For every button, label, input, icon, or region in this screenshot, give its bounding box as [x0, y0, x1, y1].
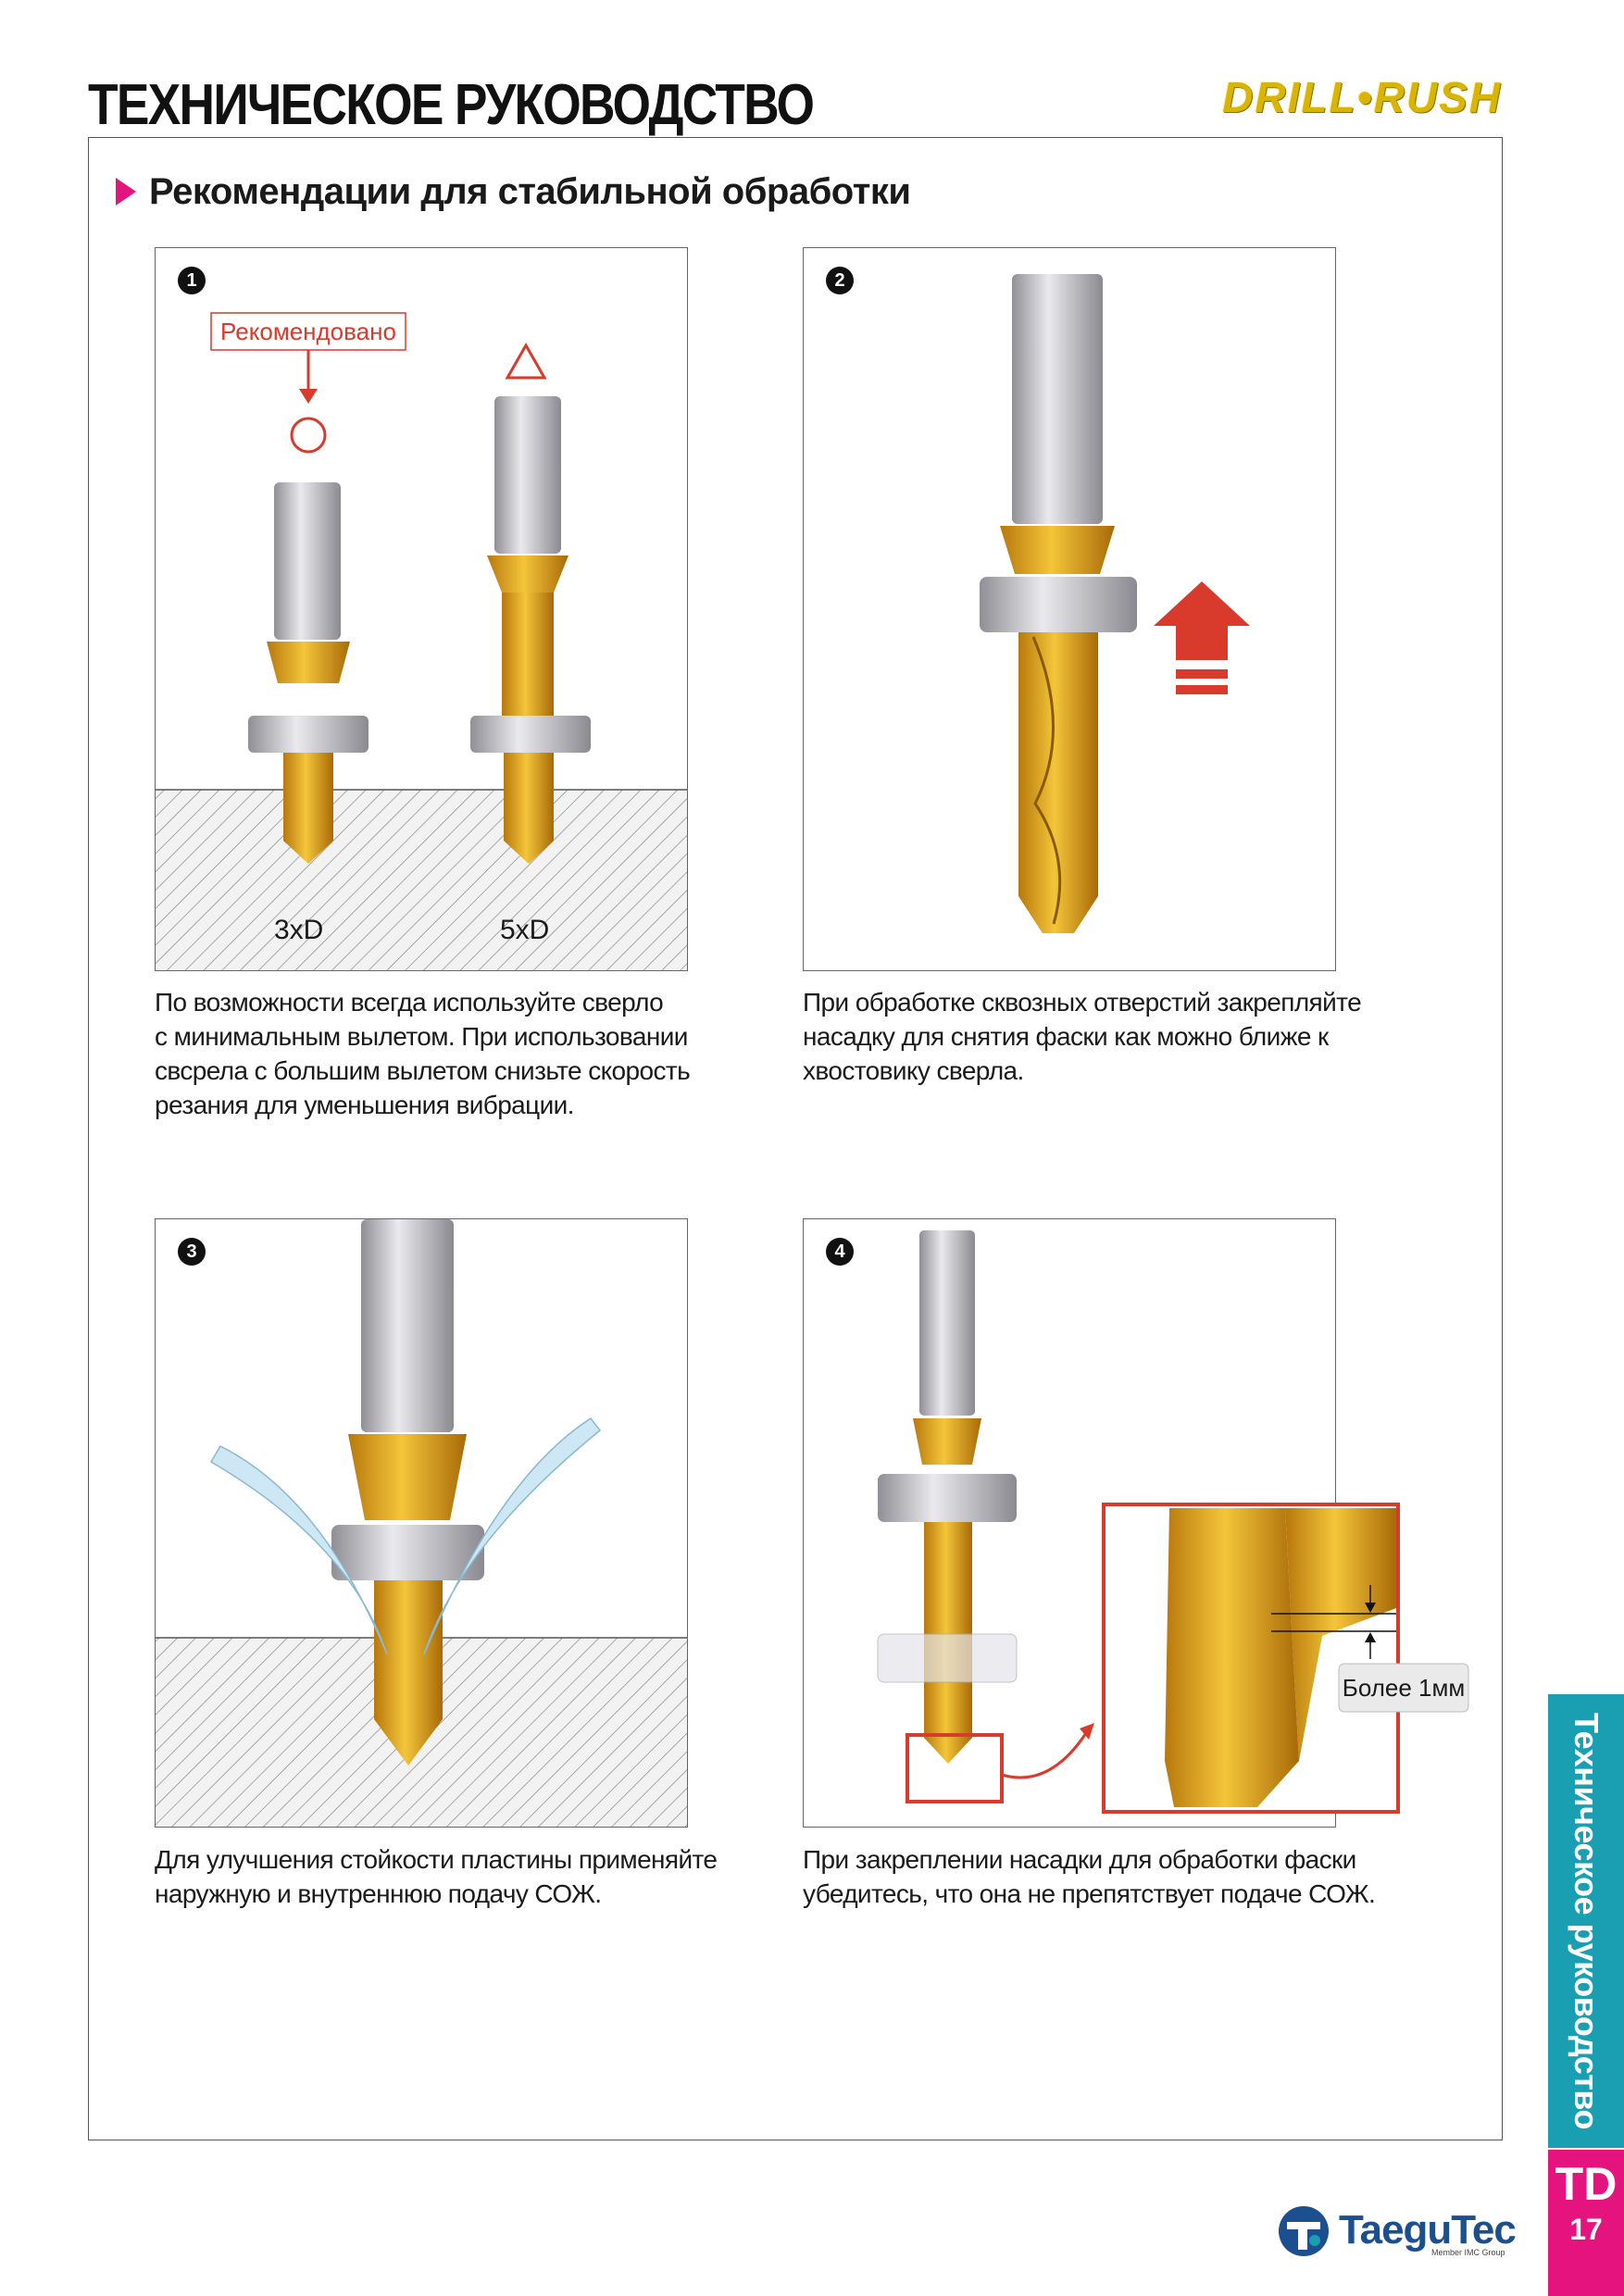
caption-line: хвостовику сверла.: [803, 1056, 1024, 1085]
coolant-supply-illustration: [156, 1219, 687, 1827]
drill-overhang-illustration: [156, 312, 687, 970]
caption-line: с минимальным вылетом. При использовании: [155, 1022, 688, 1051]
content-frame: [88, 137, 1503, 2140]
section-code: TD: [1555, 2158, 1618, 2210]
taegutec-emblem-icon: [1279, 2206, 1329, 2256]
side-tab-label: Техническое руководство: [1548, 1694, 1624, 2148]
caption-4: При закреплении насадки для обработки фа…: [803, 1842, 1395, 1911]
panel-number: 1: [178, 267, 206, 294]
caption-line: При обработке сквозных отверстий закрепл…: [803, 988, 1362, 1017]
panel-number: 3: [178, 1238, 206, 1266]
panel-1: 1 Рекомендовано 3xD 5xD: [155, 247, 688, 971]
caption-line: При закреплении насадки для обработки фа…: [803, 1845, 1356, 1874]
page-title: ТЕХНИЧЕСКОЕ РУКОВОДСТВО: [88, 73, 815, 137]
caption-line: резания для уменьшения вибрации.: [155, 1091, 574, 1119]
label-3xd: 3xD: [274, 915, 324, 945]
panel-2: 2: [803, 247, 1336, 971]
chamfer-ring-illustration: [980, 274, 1250, 933]
coolant-clearance-illustration: [877, 1230, 1469, 1814]
section-code-box: TD 17: [1548, 2150, 1624, 2296]
caption-2: При обработке сквозных отверстий закрепл…: [803, 985, 1395, 1088]
dimension-label: Более 1мм: [1342, 1674, 1466, 1702]
panel-number: 2: [826, 267, 854, 294]
caption-line: По возможности всегда используйте сверло: [155, 988, 664, 1017]
caption-line: насадку для снятия фаски как можно ближе…: [803, 1022, 1329, 1051]
logo-text: TaeguTec: [1339, 2207, 1517, 2252]
label-5xd: 5xD: [500, 915, 550, 945]
taegutec-logo: TaeguTec Member IMC Group: [1276, 2203, 1517, 2259]
caption-1: По возможности всегда используйте сверло…: [155, 985, 747, 1122]
caption-line: убедитесь, что она не препятствует подач…: [803, 1879, 1376, 1908]
caption-line: Для улучшения стойкости пластины применя…: [155, 1845, 718, 1874]
side-tab-text: Техническое руководство: [1568, 1712, 1605, 2130]
panel-4: 4 Более 1мм: [803, 1218, 1469, 1828]
panel-number: 4: [826, 1238, 854, 1266]
section-heading-text: Рекомендации для стабильной обработки: [149, 171, 911, 212]
section-heading: Рекомендации для стабильной обработки: [116, 171, 911, 213]
triangle-bullet-icon: [116, 178, 136, 206]
brand-logo: DRILL•RUSH: [1222, 73, 1502, 121]
recommended-label: Рекомендовано: [220, 318, 396, 345]
caption-line: свсрела с большим вылетом снизьте скорос…: [155, 1056, 691, 1085]
logo-tagline: Member IMC Group: [1431, 2248, 1505, 2257]
caption-line: наружную и внутреннюю подачу СОЖ.: [155, 1879, 602, 1908]
page-number: 17: [1569, 2213, 1603, 2246]
side-tab: [1548, 1694, 1624, 2148]
panel-3: 3: [155, 1218, 688, 1828]
caption-3: Для улучшения стойкости пластины применя…: [155, 1842, 747, 1911]
